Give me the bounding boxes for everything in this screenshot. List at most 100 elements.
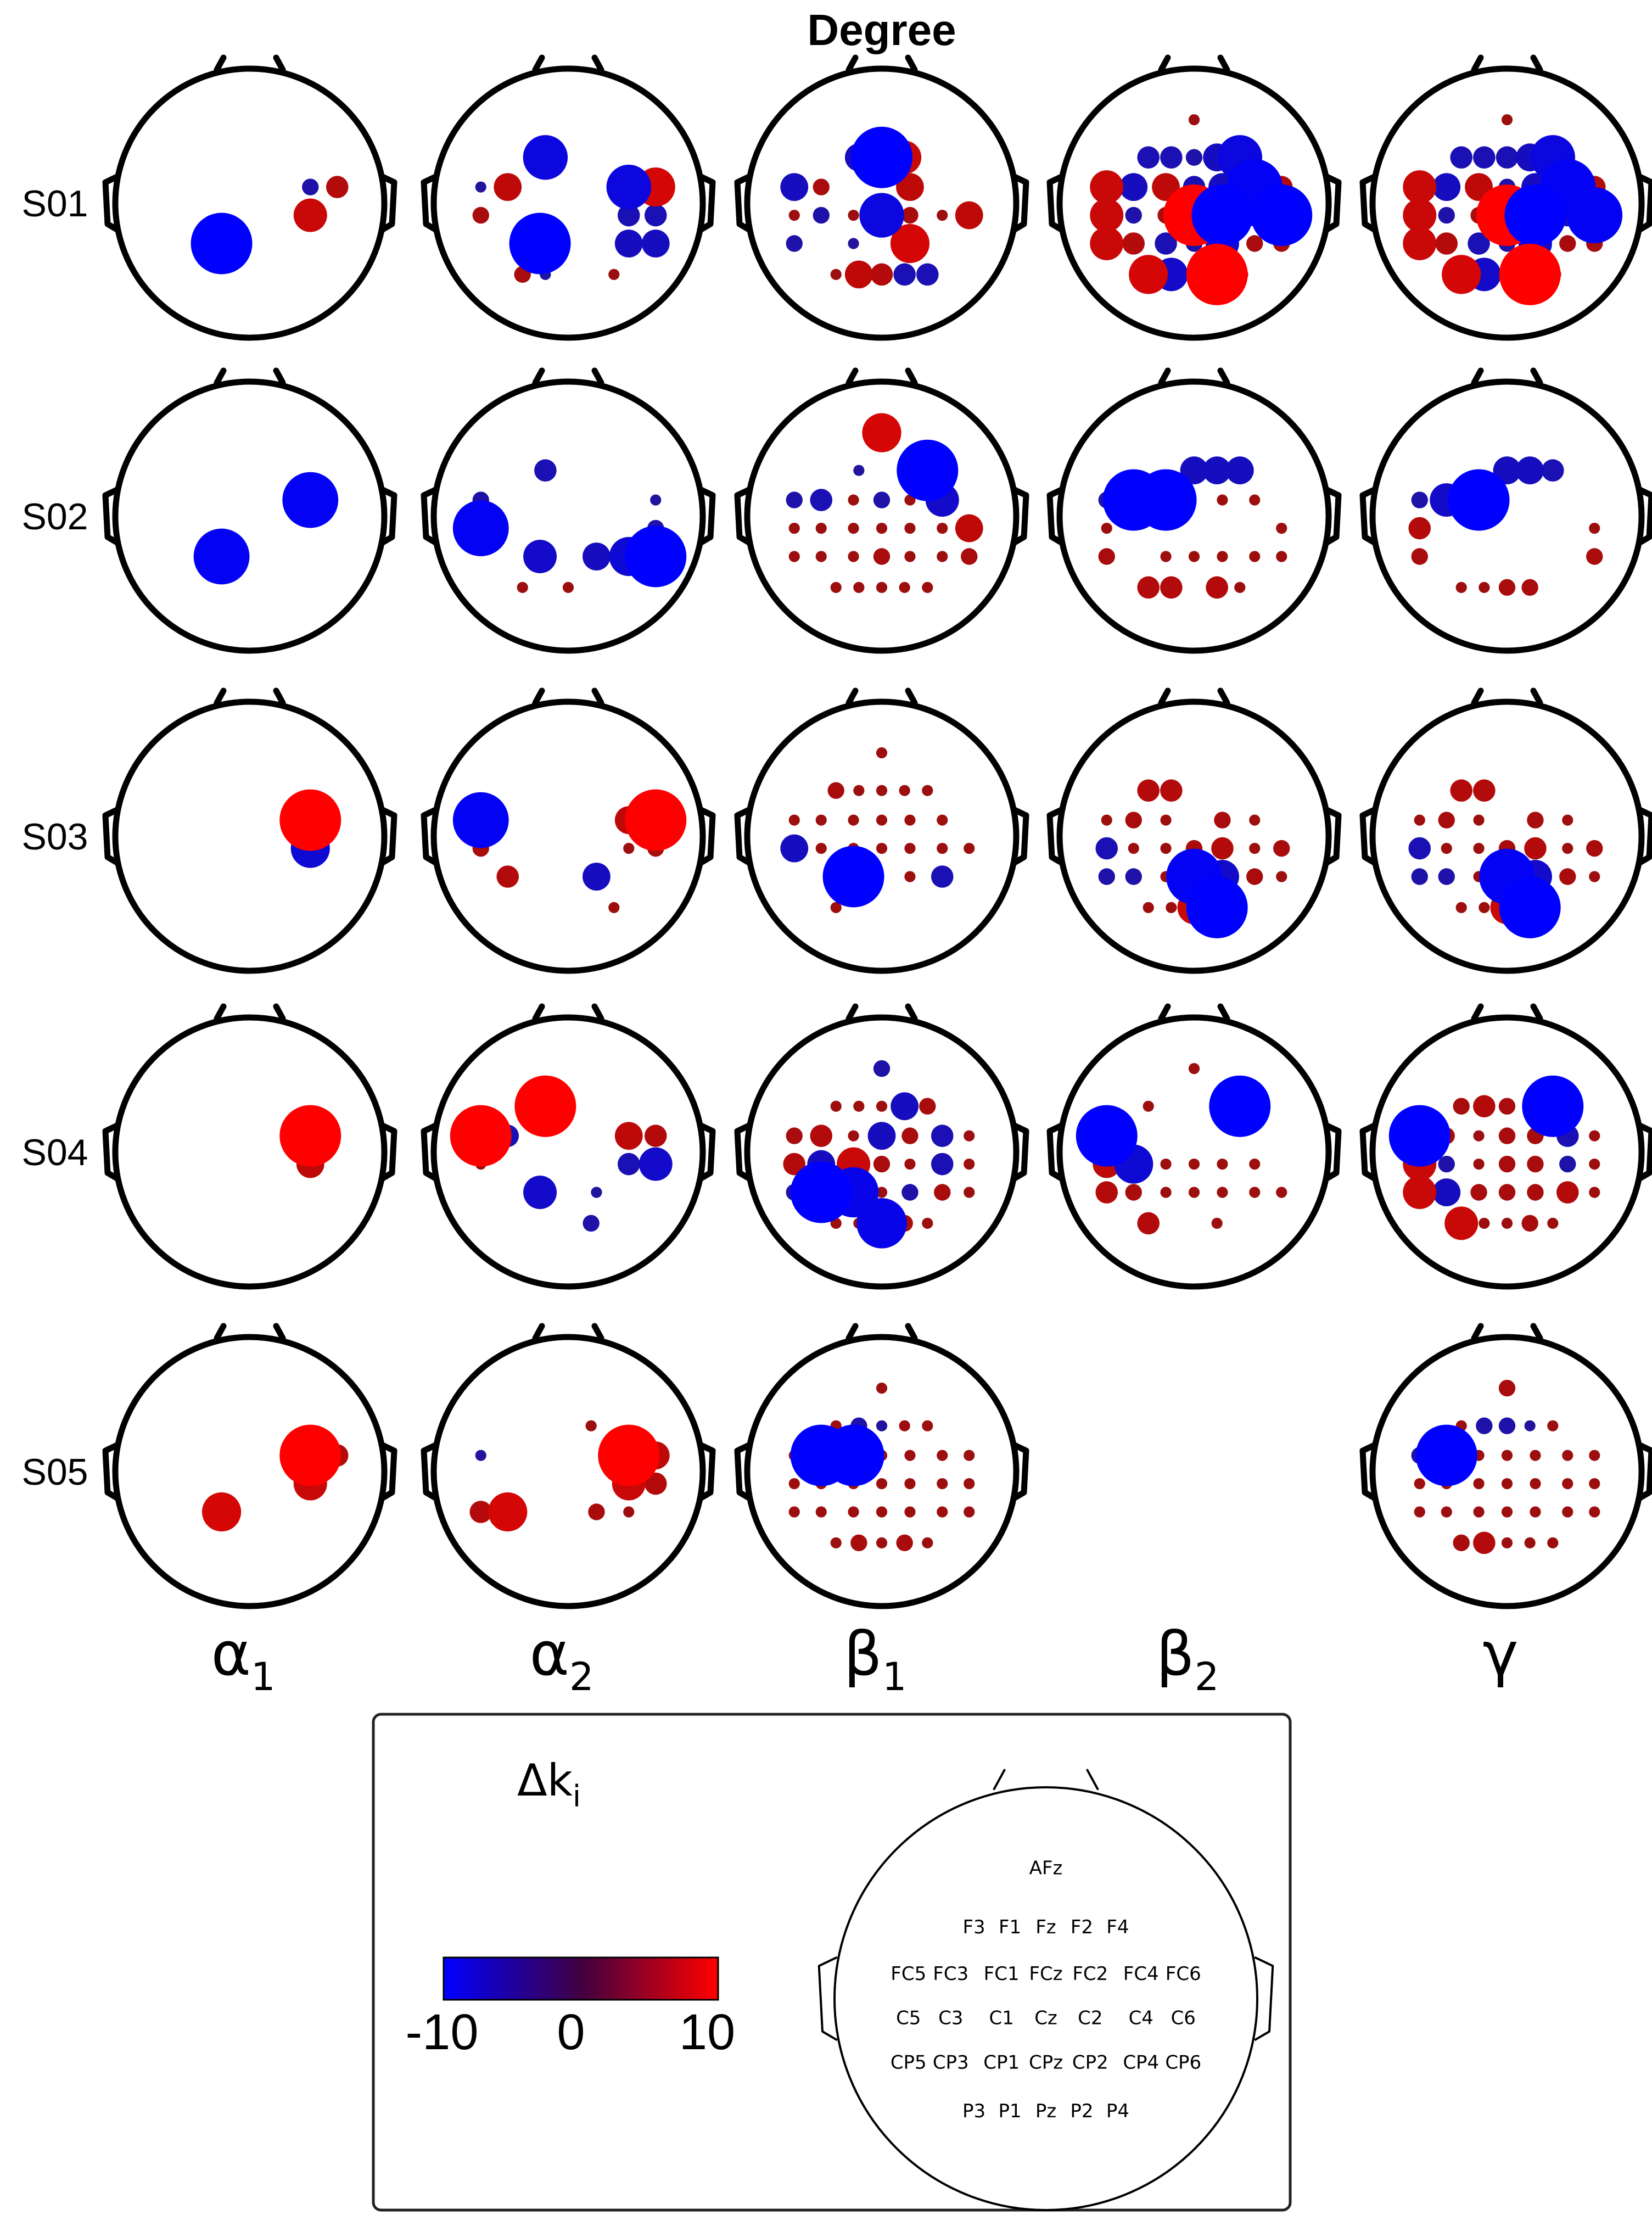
electrode-marker-c2: [904, 1478, 916, 1490]
electrode-marker-cp6: [625, 525, 687, 588]
electrode-map-ear-left: [817, 1956, 838, 2042]
electrode-marker-cp6: [1589, 1506, 1600, 1518]
electrode-marker-afz: [1188, 114, 1200, 126]
electrode-marker-p1: [844, 260, 873, 289]
electrode-marker-cp4: [623, 1506, 635, 1518]
electrode-marker-p2: [1499, 243, 1561, 305]
electrode-marker-cp3: [496, 865, 519, 888]
electrode-marker-cp3: [1438, 868, 1455, 885]
topoplot-s03-alpha2: [421, 687, 716, 974]
electrode-marker-fc5: [1411, 491, 1428, 508]
electrode-marker-cp2: [1217, 551, 1228, 562]
electrode-label-f3: F3: [962, 1916, 985, 1938]
electrode-marker-fc6: [964, 1130, 975, 1142]
topoplot-s01-beta1-ear-right: [1013, 174, 1029, 232]
electrode-marker-f1: [1473, 146, 1496, 169]
topoplot-s01-alpha1-ear-left: [102, 174, 119, 232]
electrode-marker-fc1: [1473, 814, 1485, 826]
electrode-marker-c4: [937, 209, 948, 221]
electrode-marker-fc4: [931, 1125, 954, 1147]
electrode-marker-cp1: [1470, 1184, 1487, 1201]
electrode-marker-fc4: [937, 814, 948, 826]
electrode-marker-c2: [1217, 1158, 1228, 1170]
electrode-marker-cp1: [1468, 232, 1490, 255]
topoplot-s02-alpha2-nose-marker: [532, 367, 604, 386]
electrode-marker-p1: [1166, 902, 1177, 913]
electrode-marker-c6: [1251, 184, 1313, 247]
electrode-label-p4: P4: [1106, 2100, 1129, 2122]
electrode-marker-f3: [830, 1100, 842, 1112]
electrode-marker-fc3: [1119, 173, 1148, 201]
band-label-beta1: β1: [844, 1619, 907, 1699]
topoplot-s05-alpha1-head-outline: [112, 1334, 388, 1609]
electrode-marker-c1: [1473, 1158, 1485, 1170]
electrode-marker-cp5: [788, 1506, 800, 1518]
electrode-marker-cz: [859, 193, 904, 238]
electrode-marker-c5: [1414, 1478, 1425, 1490]
topoplot-s03-beta1: [734, 687, 1029, 974]
band-label-alpha1: α1: [211, 1619, 275, 1699]
electrode-marker-fc1: [1448, 469, 1510, 531]
electrode-marker-afz: [876, 747, 888, 759]
electrode-marker-p2: [1521, 579, 1538, 596]
topoplot-s04-beta2: [1046, 1003, 1342, 1290]
electrode-marker-fz: [1185, 149, 1203, 166]
band-label-beta2: β2: [1156, 1619, 1219, 1699]
topoplot-s03-beta1-ear-left: [734, 807, 751, 865]
topoplot-s01-beta2-nose-marker: [1158, 54, 1230, 73]
topoplot-s02-beta1: [734, 367, 1029, 654]
electrode-marker-pz: [1501, 1217, 1513, 1229]
topoplot-s03-alpha2-ear-left: [421, 807, 437, 865]
electrode-marker-fc5: [1388, 1105, 1451, 1167]
electrode-marker-afz: [876, 1383, 888, 1394]
electrode-marker-cp6: [1589, 871, 1600, 882]
electrode-marker-c6: [1566, 187, 1623, 243]
electrode-marker-f4: [1547, 1420, 1559, 1431]
topoplot-s05-alpha2-head-outline: [430, 1334, 706, 1609]
electrode-label-c1: C1: [989, 2007, 1013, 2029]
topoplot-s05-alpha1-ear-right: [381, 1442, 397, 1501]
electrode-marker-fc4: [1562, 814, 1573, 826]
electrode-marker-fcz: [873, 491, 891, 508]
electrode-marker-c5: [1090, 198, 1124, 232]
electrode-marker-p4: [1547, 1537, 1559, 1548]
electrode-marker-f2: [899, 785, 910, 796]
electrode-marker-cp1: [509, 212, 571, 275]
electrode-marker-c5: [788, 1478, 800, 1490]
electrode-marker-fc2: [904, 814, 916, 826]
electrode-marker-fc1: [848, 494, 859, 506]
electrode-marker-cz: [876, 842, 888, 854]
electrode-marker-f3: [1450, 146, 1472, 169]
electrode-marker-afz: [862, 413, 901, 452]
electrode-marker-p2: [1186, 876, 1248, 938]
topoplot-s04-gamma-nose-marker: [1471, 1003, 1543, 1022]
electrode-marker-cz: [1188, 1158, 1200, 1170]
electrode-marker-c2: [901, 206, 919, 224]
electrode-marker-cp2: [1217, 1187, 1228, 1198]
topoplot-s03-beta1-head-outline: [744, 698, 1020, 974]
electrode-label-cp1: CP1: [983, 2052, 1020, 2074]
electrode-marker-fc5: [780, 173, 809, 201]
electrode-label-c5: C5: [896, 2007, 921, 2029]
electrode-marker-cp3: [1435, 232, 1458, 255]
electrode-marker-cp2: [588, 1503, 605, 1520]
electrode-label-cp2: CP2: [1072, 2052, 1108, 2074]
electrode-marker-pz: [876, 1537, 888, 1548]
electrode-marker-f3: [1137, 146, 1160, 169]
electrode-marker-cp6: [1586, 548, 1603, 565]
electrode-marker-c4: [617, 204, 640, 227]
electrode-marker-p4: [922, 1217, 933, 1229]
electrode-marker-c5: [788, 209, 800, 221]
electrode-marker-cp5: [1414, 1506, 1425, 1518]
topoplot-s04-alpha2: [421, 1003, 716, 1290]
electrode-marker-cp4: [937, 1506, 948, 1518]
electrode-marker-cp5: [1098, 548, 1115, 565]
electrode-marker-f3: [1450, 779, 1472, 802]
topoplot-s03-beta1-nose-marker: [845, 687, 918, 706]
topoplot-s03-beta2: [1046, 687, 1342, 974]
electrode-marker-pz: [856, 1198, 907, 1249]
electrode-marker-c4: [931, 1153, 954, 1176]
topoplot-s04-alpha1-nose-marker: [214, 1003, 286, 1022]
electrode-marker-fc3: [1415, 1424, 1477, 1486]
electrode-marker-fcz: [876, 814, 888, 826]
